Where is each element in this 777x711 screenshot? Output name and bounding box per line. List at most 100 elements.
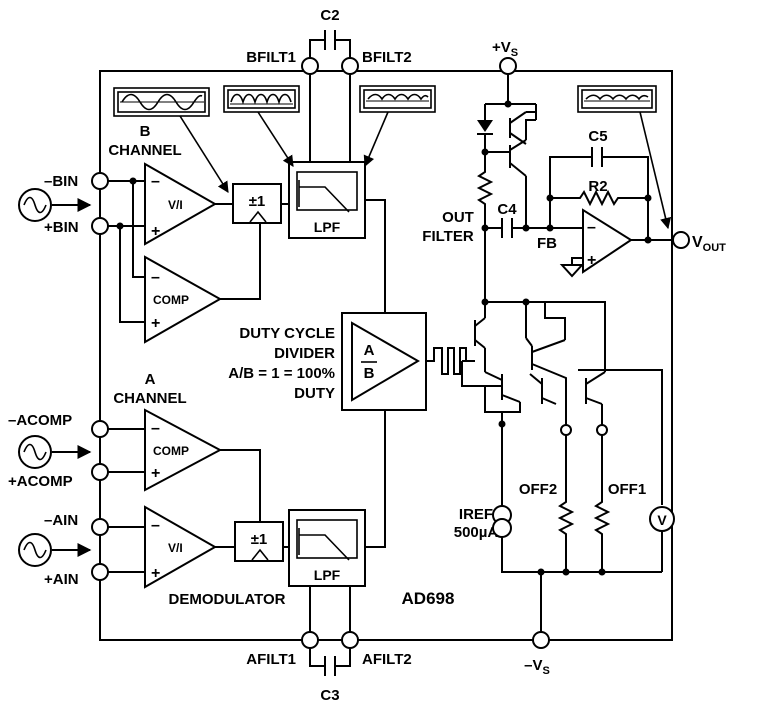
label-a-channel-1: A: [145, 371, 156, 388]
a-vi-label: V/I: [168, 541, 183, 555]
output-op-amp: [582, 208, 633, 274]
label-off1: OFF1: [608, 481, 646, 498]
b-lpf-block: [288, 161, 366, 239]
resistor-off2: [557, 435, 575, 572]
label-afilt1: AFILT1: [246, 651, 296, 668]
switch-transistor-1-icon: [474, 302, 486, 349]
scope-output-icon: [577, 85, 657, 113]
ground-icon: [559, 264, 585, 278]
b-vi-plus: +: [151, 223, 160, 240]
b-vi-minus: –: [151, 173, 160, 190]
b-comp-minus: –: [151, 269, 160, 286]
b-lpf-label: LPF: [314, 219, 341, 235]
label-vout: VOUT: [692, 234, 726, 254]
chip-name: AD698: [402, 589, 455, 608]
switch-transistor-3-icon: [525, 330, 567, 405]
voltmeter-label: V: [657, 512, 667, 528]
capacitor-c2: [309, 30, 351, 58]
scope-rectified-icon: [223, 85, 300, 113]
label-fb: FB: [537, 235, 557, 252]
divider-b: B: [364, 365, 375, 382]
label-bfilt1: BFILT1: [246, 49, 296, 66]
label-out: OUT: [442, 209, 474, 226]
a-lpf-label: LPF: [314, 567, 341, 583]
a-comparator: [144, 408, 223, 492]
label-afilt2: AFILT2: [362, 651, 412, 668]
label-b-channel-2: CHANNEL: [108, 142, 181, 159]
transistor-q2-icon: [485, 119, 536, 228]
label-iref: IREF: [459, 506, 493, 523]
label-minus-vs: –VS: [524, 657, 550, 677]
chip-outline: [99, 70, 673, 641]
b-pm1-label: ±1: [249, 193, 266, 210]
pin-plus-acomp: [91, 463, 109, 481]
acomp-signal-source-icon: [18, 435, 92, 469]
label-r2: R2: [588, 178, 607, 195]
pin-bfilt2: [341, 57, 359, 75]
label-off2: OFF2: [519, 481, 557, 498]
label-plus-bin: +BIN: [44, 219, 79, 236]
label-minus-ain: –AIN: [44, 512, 78, 529]
label-bfilt2: BFILT2: [362, 49, 412, 66]
label-demodulator: DEMODULATOR: [169, 591, 286, 608]
pin-vout: [672, 231, 690, 249]
label-filter: FILTER: [422, 228, 474, 245]
capacitor-c4: [485, 218, 583, 238]
label-minus-bin: –BIN: [44, 173, 78, 190]
label-b-channel-1: B: [140, 123, 151, 140]
pin-minus-vs: [532, 631, 550, 649]
a-pm1-label: ±1: [251, 531, 268, 548]
label-duty-cycle: DUTY CYCLE: [239, 325, 335, 342]
pin-afilt2: [341, 631, 359, 649]
divider-a: A: [364, 342, 375, 359]
label-plus-vs: +VS: [492, 39, 518, 59]
out-amp-minus: –: [587, 219, 596, 236]
diode-icon: [477, 104, 493, 152]
transistor-q1-icon: [509, 104, 537, 145]
label-ratio: A/B = 1 = 100%: [228, 365, 335, 382]
resistor-icon: [476, 152, 494, 302]
pulse-train-icon: [426, 347, 475, 375]
label-minus-acomp: –ACOMP: [8, 412, 72, 429]
b-comp-plus: +: [151, 315, 160, 332]
a-comp-minus: –: [151, 420, 160, 437]
switch-transistor-2-icon: [475, 348, 521, 403]
scope-filtered-b-icon: [359, 85, 436, 113]
b-comp-label: COMP: [153, 293, 189, 307]
pin-minus-acomp: [91, 420, 109, 438]
b-comparator: [144, 255, 223, 344]
label-a-channel-2: CHANNEL: [113, 390, 186, 407]
pin-plus-bin: [91, 217, 109, 235]
pin-plus-vs: [499, 57, 517, 75]
a-vi-minus: –: [151, 517, 160, 534]
label-iref-value: 500µA: [454, 524, 499, 541]
label-c5: C5: [588, 128, 607, 145]
label-plus-ain: +AIN: [44, 571, 79, 588]
b-signal-source-icon: [18, 188, 92, 222]
current-source-iref-icon: [492, 505, 512, 538]
pin-afilt1: [301, 631, 319, 649]
pin-plus-ain: [91, 563, 109, 581]
label-c3: C3: [320, 687, 339, 704]
pin-minus-bin: [91, 172, 109, 190]
resistor-r2: [550, 189, 648, 207]
ain-signal-source-icon: [18, 533, 92, 567]
a-vi-amplifier: [144, 505, 218, 589]
out-amp-plus: +: [587, 252, 596, 269]
a-plus-minus-1-block: [234, 521, 284, 562]
capacitor-c3: [309, 648, 351, 676]
a-lpf-block: [288, 509, 366, 587]
scope-sine-icon: [113, 87, 210, 117]
resistor-off1: [593, 435, 611, 572]
b-vi-amplifier: [144, 162, 218, 246]
a-comp-plus: +: [151, 465, 160, 482]
a-vi-plus: +: [151, 565, 160, 582]
b-vi-label: V/I: [168, 198, 183, 212]
pin-bfilt1: [301, 57, 319, 75]
label-divider: DIVIDER: [274, 345, 335, 362]
label-plus-acomp: +ACOMP: [8, 473, 73, 490]
pin-minus-ain: [91, 518, 109, 536]
label-duty: DUTY: [294, 385, 335, 402]
a-comp-label: COMP: [153, 444, 189, 458]
